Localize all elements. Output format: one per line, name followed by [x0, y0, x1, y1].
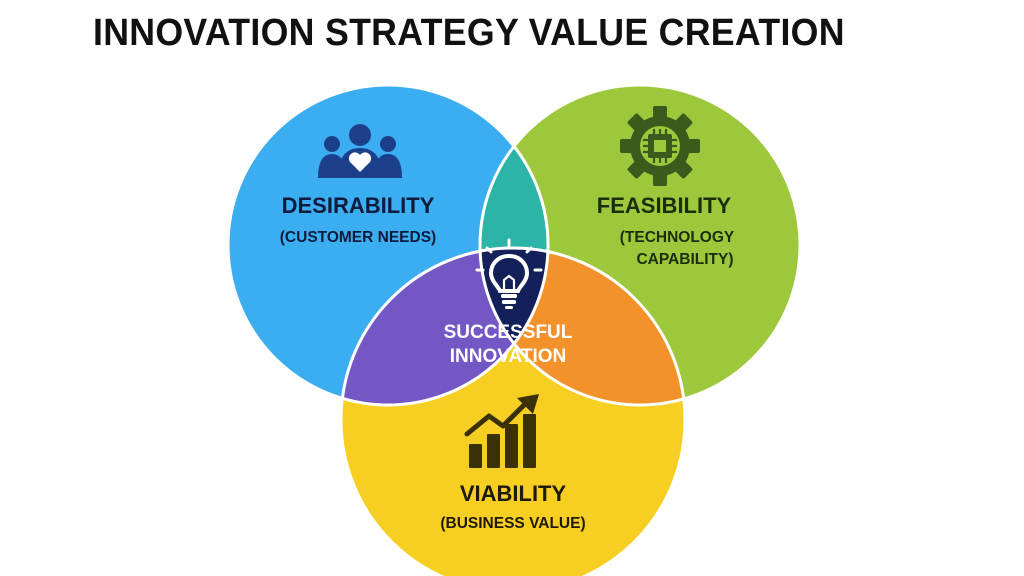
lightbulb-icon	[475, 238, 543, 309]
gear-chip-icon	[620, 106, 700, 186]
feasibility-sublabel-line1: (TECHNOLOGY	[620, 229, 735, 246]
viability-label: VIABILITY	[460, 481, 567, 506]
center-label-line2: INNOVATION	[450, 346, 566, 367]
center-label-line1: SUCCESSFUL	[444, 322, 573, 343]
overlap-feasibility-viability	[480, 248, 685, 405]
desirability-sublabel: (CUSTOMER NEEDS)	[280, 229, 436, 246]
viability-sublabel: (BUSINESS VALUE)	[440, 515, 585, 532]
feasibility-label: FEASIBILITY	[597, 193, 732, 218]
page-title: INNOVATION STRATEGY VALUE CREATION	[93, 12, 845, 54]
people-heart-icon	[318, 124, 402, 178]
desirability-label: DESIRABILITY	[282, 193, 435, 218]
overlap-desirability-viability	[341, 248, 548, 405]
growth-chart-icon	[464, 394, 539, 468]
feasibility-sublabel-line2: CAPABILITY)	[636, 251, 733, 268]
